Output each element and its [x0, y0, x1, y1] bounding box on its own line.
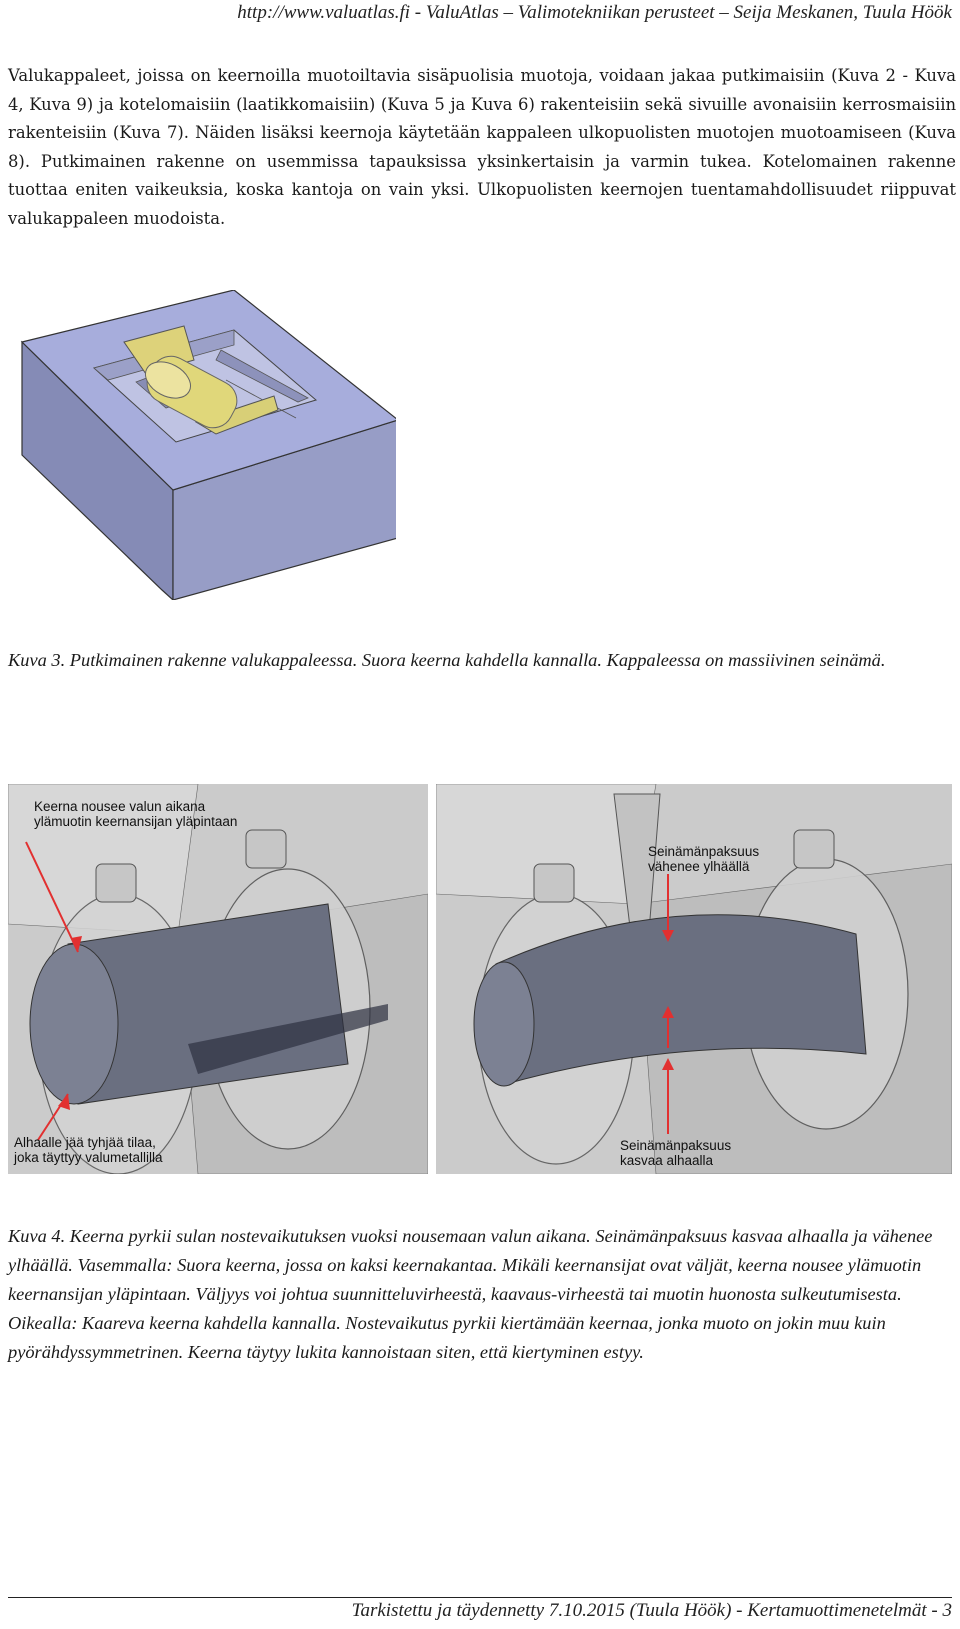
right-bottom-label-line2: kasvaa alhaalla — [620, 1153, 714, 1168]
figure-4-caption: Kuva 4. Keerna pyrkii sulan nostevaikutu… — [8, 1226, 933, 1362]
figure-3-image — [16, 289, 400, 604]
right-top-label-line2: vähenee ylhäällä — [648, 859, 750, 874]
curved-core — [495, 914, 867, 1085]
left-top-label-line1: Keerna nousee valun aikana — [34, 799, 206, 814]
right-bottom-label-line1: Seinämänpaksuus — [620, 1138, 731, 1153]
left-top-label-line2: ylämuotin keernansijan yläpintaan — [34, 814, 237, 829]
page-header: http://www.valuatlas.fi - ValuAtlas – Va… — [237, 2, 952, 23]
figure-4-right-image: Seinämänpaksuus vähenee ylhäällä Seinämä… — [435, 783, 953, 1178]
left-bottom-label-line1: Alhaalle jää tyhjää tilaa, — [14, 1135, 156, 1150]
page-footer: Tarkistettu ja täydennetty 7.10.2015 (Tu… — [351, 1600, 952, 1621]
footer-divider — [8, 1597, 952, 1598]
figure-3-caption: Kuva 3. Putkimainen rakenne valukappalee… — [8, 650, 886, 670]
left-bottom-label-line2: joka täyttyy valumetallilla — [13, 1150, 163, 1165]
right-top-label-line1: Seinämänpaksuus — [648, 844, 759, 859]
figure-4-left-image: Keerna nousee valun aikana ylämuotin kee… — [7, 783, 429, 1178]
body-paragraph: Valukappaleet, joissa on keernoilla muot… — [8, 66, 956, 228]
